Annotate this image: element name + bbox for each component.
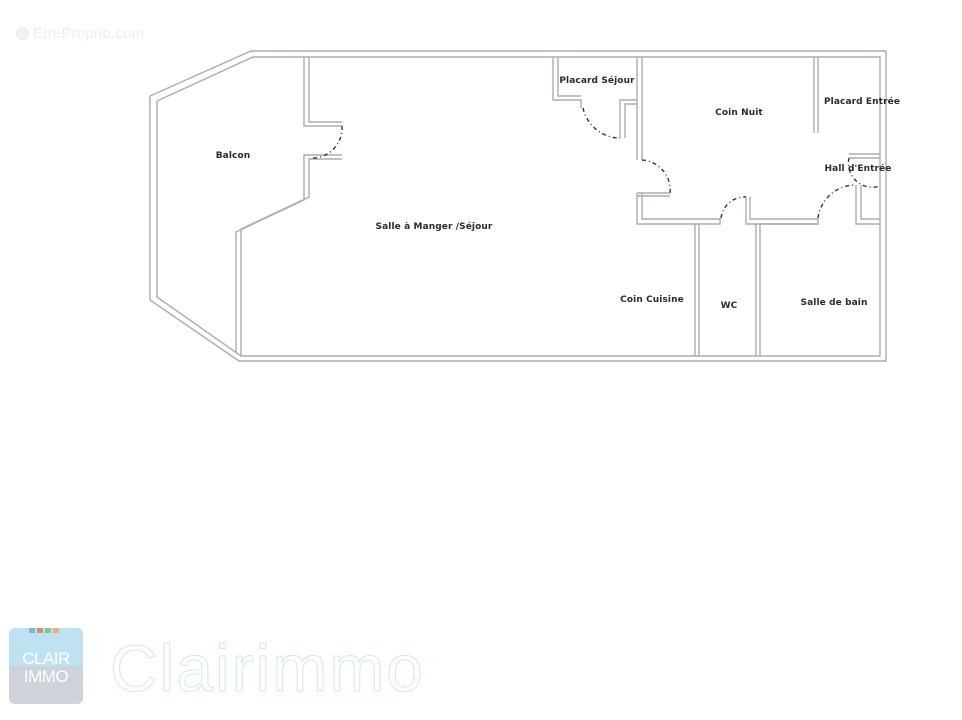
copyright-icon: © [16,27,29,40]
room-label-coin-cuisine: Coin Cuisine [620,295,684,305]
watermark-text: EtreProprio.com [33,25,145,42]
logo-dot-green [45,628,51,633]
room-label-placard-entree: Placard Entrée [823,97,901,107]
hall-wall-b [860,185,880,220]
door-coin-nuit [641,159,671,194]
coin-nuit-wall-bottom-b [749,197,818,220]
logo-top-band [9,628,83,666]
clairimmo-logo: CLAIR IMMO [9,628,83,704]
room-label-wc: WC [720,301,738,311]
balcony-wall-a [303,57,342,127]
room-label-hall-entree: Hall d'Entrée [824,164,892,174]
balcony-wall-c [235,154,342,353]
brand-name: Clairimmo [110,631,425,706]
logo-color-dots [29,628,59,633]
room-label-salle-de-bain: Salle de bain [800,298,868,308]
logo-text-line1: CLAIR [22,649,70,668]
placard-sejour-wall-b [557,57,581,97]
room-label-coin-nuit: Coin Nuit [715,108,763,118]
doors [309,107,881,219]
room-label-salle-a-manger-sejour: Salle à Manger /Séjour [375,222,493,232]
logo-dot-red [37,628,43,633]
logo-text-line2: IMMO [23,667,69,686]
balcony-wall-b [308,57,342,123]
placard-sejour-wall-a [552,57,582,108]
logo-dot-orange [53,628,59,633]
watermark: © EtreProprio.com [16,25,144,42]
door-hall [847,157,881,188]
placard-sejour-wall-d [624,103,637,138]
balcony-wall-d [240,158,342,356]
coin-nuit-wall-left-d [641,193,720,220]
room-label-balcon: Balcon [215,151,251,161]
placard-sejour-wall-c [619,99,637,138]
door-salle-de-bain [817,184,857,219]
door-placard-sejour [582,107,621,139]
coin-nuit-wall-left-c [636,193,721,225]
door-wc [720,196,747,219]
outer-wall-inner [156,56,881,357]
outer-wall-outer [149,50,887,362]
logo-dot-blue [29,628,35,633]
walls [149,50,887,362]
room-label-placard-sejour: Placard Séjour [559,76,635,86]
coin-nuit-wall-bottom-a [745,197,819,225]
hall-wall-a [855,185,880,225]
door-balcony [309,125,343,159]
